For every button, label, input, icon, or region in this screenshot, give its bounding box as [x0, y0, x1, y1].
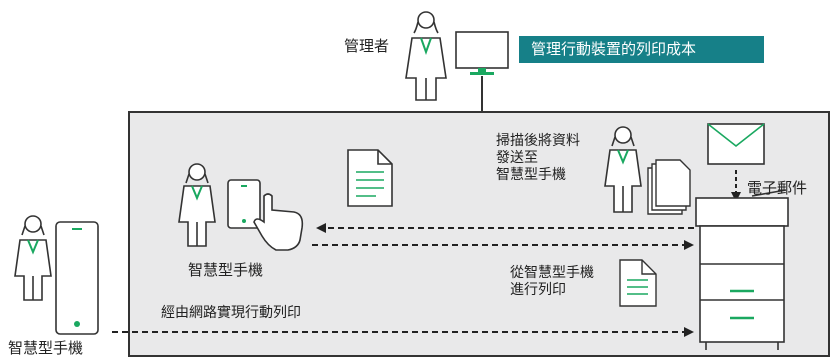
phone-icon — [55, 221, 99, 335]
outer-phone-label: 智慧型手機 — [8, 339, 84, 357]
print-from-phone-line-2: 進行列印 — [510, 282, 566, 298]
admin-banner: 管理行動裝置的列印成本 — [519, 36, 764, 63]
email-icon — [707, 123, 765, 165]
admin-label: 管理者 — [344, 37, 390, 55]
scan-label-line-2: 發送至 — [496, 150, 538, 166]
document-icon — [347, 149, 393, 207]
document-stack-icon — [647, 159, 691, 215]
print-from-phone-line-1: 從智慧型手機 — [510, 265, 594, 281]
inner-person-icon — [178, 163, 216, 247]
network-label: 經由網路實現行動列印 — [161, 305, 301, 321]
outer-person-icon — [14, 215, 52, 301]
inner-phone-label: 智慧型手機 — [188, 261, 264, 279]
scan-label-line-3: 智慧型手機 — [496, 167, 566, 183]
monitor-icon — [455, 31, 509, 75]
printer-icon — [695, 189, 789, 350]
admin-person-icon — [405, 11, 447, 101]
scan-label-line-1: 掃描後將資料 — [496, 133, 580, 149]
email-label: 電子郵件 — [747, 179, 808, 197]
print-document-icon — [619, 259, 657, 307]
hand-icon — [253, 193, 304, 251]
scan-person-icon — [604, 126, 642, 213]
tablet-icon — [227, 179, 261, 229]
